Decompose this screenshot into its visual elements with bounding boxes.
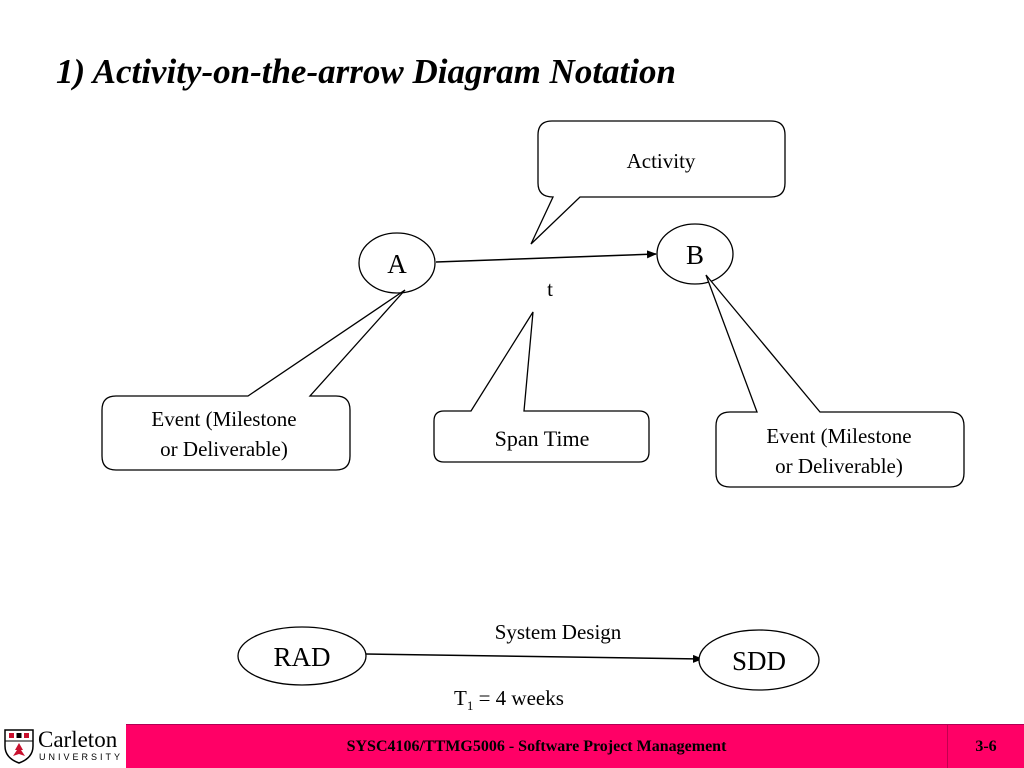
example-duration-subscript: 1 — [467, 698, 474, 713]
event-callout-left: Event (Milestone or Deliverable) — [101, 289, 406, 471]
event-node-a-label: A — [387, 249, 407, 279]
event-callout-right-line2: or Deliverable) — [775, 454, 903, 478]
example-duration-symbol: T — [454, 686, 467, 710]
example-node-rad-ellipse — [237, 626, 367, 686]
activity-callout-shape — [530, 120, 786, 245]
span-time-callout-shape — [433, 311, 650, 463]
event-callout-right-shape — [705, 274, 965, 488]
event-node-a-circle — [358, 232, 436, 294]
logo-subtitle: UNIVERSITY — [39, 752, 124, 762]
event-callout-right-line1: Event (Milestone — [766, 424, 911, 448]
example-duration-value: = 4 weeks — [473, 686, 564, 710]
span-time-callout-label: Span Time — [495, 426, 590, 451]
example-node-sdd: SDD — [698, 629, 820, 691]
footer-page-number: 3-6 — [975, 738, 997, 755]
example-activity-arrow — [365, 653, 703, 663]
time-label: t — [547, 277, 553, 301]
event-callout-right: Event (Milestone or Deliverable) — [705, 274, 965, 488]
example-network: System Design RAD SDD T1 = 4 weeks — [237, 620, 820, 713]
event-node-b-circle — [656, 223, 734, 285]
example-node-rad-label: RAD — [273, 642, 330, 672]
event-callout-left-shape — [101, 289, 406, 471]
crest-icon — [4, 729, 34, 764]
event-callout-left-line1: Event (Milestone — [151, 407, 296, 431]
event-node-b-label: B — [686, 240, 704, 270]
slide-title: 1) Activity-on-the-arrow Diagram Notatio… — [56, 52, 676, 91]
example-node-sdd-ellipse — [698, 629, 820, 691]
logo-wordmark: Carleton — [38, 727, 118, 752]
footer-course-title: SYSC4106/TTMG5006 - Software Project Man… — [126, 725, 948, 768]
event-callout-left-line2: or Deliverable) — [160, 437, 288, 461]
slide-footer: Carleton UNIVERSITY SYSC4106/TTMG5006 - … — [0, 724, 1024, 768]
activity-callout-label: Activity — [627, 149, 696, 173]
span-time-callout: Span Time — [433, 311, 650, 463]
carleton-logo: Carleton UNIVERSITY — [0, 724, 126, 768]
example-node-sdd-label: SDD — [732, 646, 786, 676]
example-node-rad: RAD — [237, 626, 367, 686]
example-activity-label: System Design — [495, 620, 622, 644]
activity-callout: Activity — [530, 120, 786, 245]
activity-arrow — [435, 250, 657, 263]
event-node-a: A — [358, 232, 436, 294]
footer-bar: SYSC4106/TTMG5006 - Software Project Man… — [126, 724, 1024, 768]
example-duration: T1 = 4 weeks — [454, 686, 564, 713]
event-node-b: B — [656, 223, 734, 285]
